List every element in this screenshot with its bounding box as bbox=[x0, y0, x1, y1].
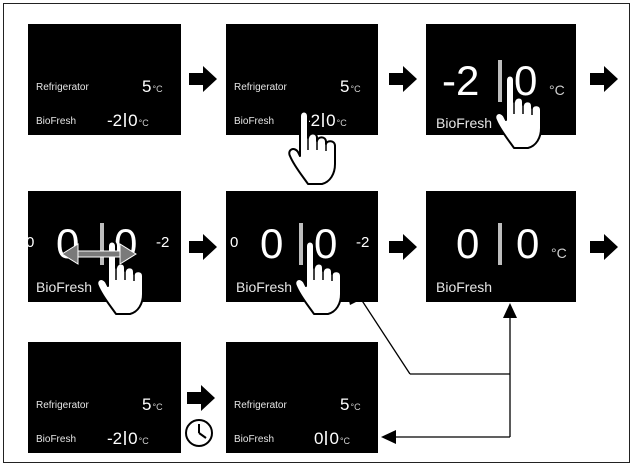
biofresh-temp-left: -2 bbox=[442, 57, 480, 104]
right-arrow-icon bbox=[189, 234, 217, 260]
refrigerator-label: Refrigerator bbox=[234, 400, 287, 411]
right-arrow-icon bbox=[590, 234, 618, 260]
side-value-right: -2 bbox=[156, 234, 170, 251]
right-arrow-icon bbox=[389, 66, 417, 92]
biofresh-temp-right: 0 bbox=[514, 57, 538, 104]
biofresh-label: BioFresh bbox=[36, 116, 77, 127]
biofresh-temp-right: 0 bbox=[516, 220, 540, 267]
temp-unit: °C bbox=[551, 245, 567, 261]
clock-icon bbox=[185, 419, 213, 447]
side-value-right: -2 bbox=[356, 234, 370, 251]
biofresh-temp-left: 0 bbox=[456, 220, 480, 267]
right-arrow-icon bbox=[590, 66, 618, 92]
biofresh-label: BioFresh bbox=[234, 116, 275, 127]
biofresh-label: BioFresh bbox=[436, 115, 493, 131]
arrowhead-icon bbox=[341, 268, 360, 305]
side-value-left: 0 bbox=[230, 234, 239, 251]
right-arrow-icon bbox=[187, 385, 215, 411]
temp-divider bbox=[100, 223, 104, 265]
arrowhead-icon bbox=[503, 303, 517, 318]
biofresh-label: BioFresh bbox=[436, 279, 493, 295]
temp-unit: °C bbox=[549, 82, 565, 98]
biofresh-temp-right: 0 bbox=[314, 220, 338, 267]
refrigerator-label: Refrigerator bbox=[234, 82, 287, 93]
refrigerator-temp: 5°C bbox=[340, 395, 361, 414]
refrigerator-temp: 5°C bbox=[142, 77, 163, 96]
swipe-arrows-icon bbox=[61, 243, 137, 265]
right-arrow-icon bbox=[389, 234, 417, 260]
pointing-hand-icon bbox=[494, 74, 542, 149]
refrigerator-label: Refrigerator bbox=[36, 400, 89, 411]
biofresh-label: BioFresh bbox=[36, 434, 77, 445]
arrowhead-icon bbox=[381, 430, 396, 444]
refrigerator-temp: 5°C bbox=[340, 77, 361, 96]
display-panel-3: -2 0 °C BioFresh bbox=[426, 24, 576, 135]
right-arrow-icon bbox=[189, 66, 217, 92]
pointing-hand-icon bbox=[294, 240, 342, 315]
refrigerator-label: Refrigerator bbox=[36, 82, 89, 93]
biofresh-label: BioFresh bbox=[234, 434, 275, 445]
diagram-frame bbox=[3, 3, 630, 463]
biofresh-label: BioFresh bbox=[236, 279, 293, 295]
display-panel-6: 0 0 °C BioFresh bbox=[426, 191, 576, 302]
biofresh-temp-left: 0 bbox=[260, 220, 284, 267]
side-value-left: 0 bbox=[28, 234, 35, 251]
temp-divider bbox=[498, 60, 502, 102]
connector-lines bbox=[341, 269, 511, 438]
pointing-hand-icon bbox=[288, 110, 336, 185]
refrigerator-temp: 5°C bbox=[142, 395, 163, 414]
temp-divider bbox=[299, 223, 303, 265]
temp-divider bbox=[498, 223, 502, 265]
biofresh-label: BioFresh bbox=[36, 279, 93, 295]
